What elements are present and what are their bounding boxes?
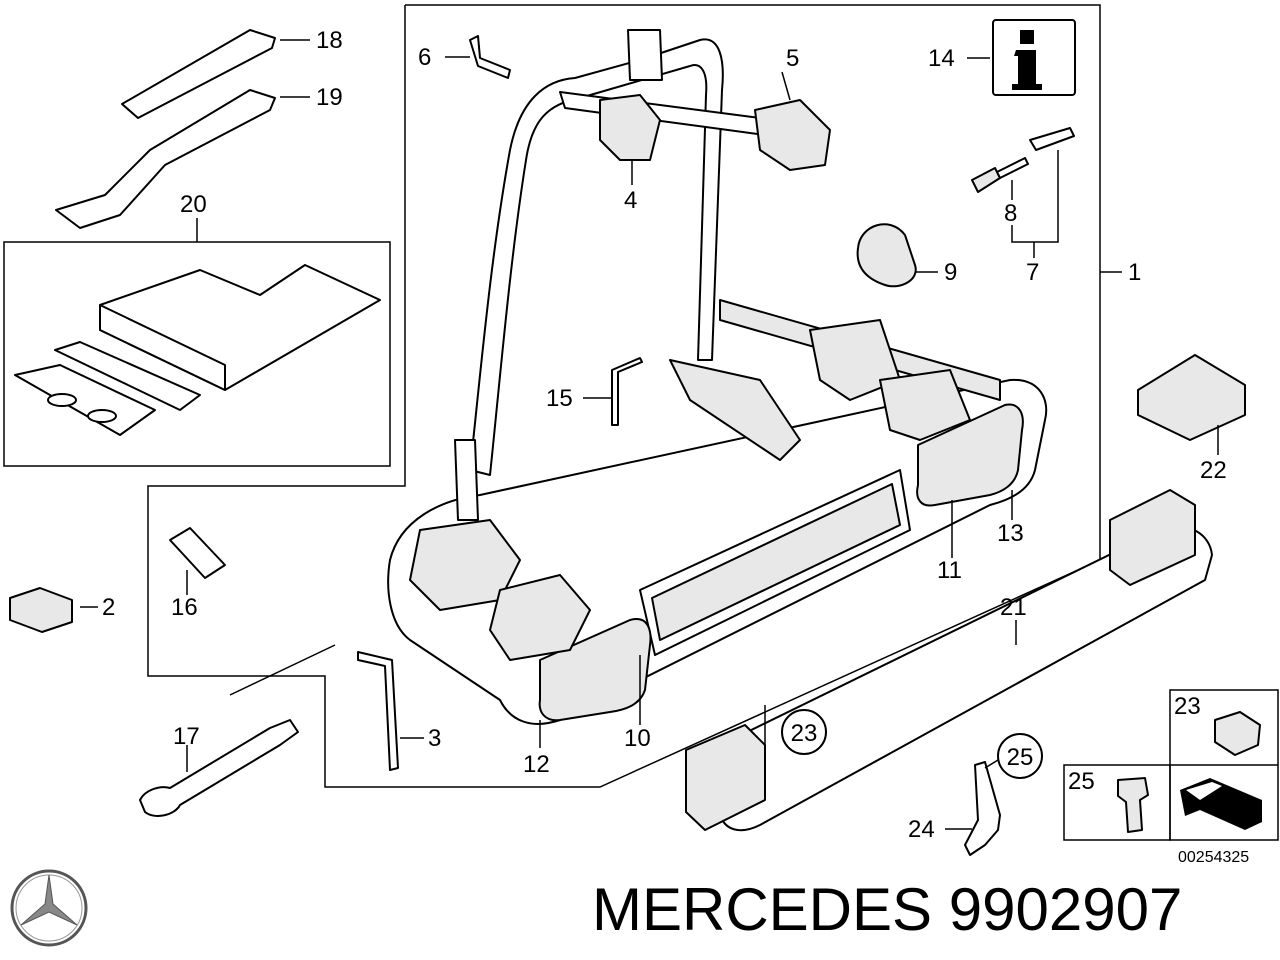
callout-11: 11 — [937, 557, 962, 584]
key-8 — [971, 127, 1075, 193]
bracket-24 — [964, 761, 1001, 856]
callout-14: 14 — [928, 45, 955, 72]
assembly-frame — [147, 4, 1122, 788]
callout-22: 22 — [1200, 457, 1227, 484]
mercedes-star-logo — [10, 869, 88, 947]
reference-code: 00254325 — [1178, 849, 1249, 866]
callout-23-circle: 23 — [781, 709, 827, 755]
brand-name: MERCEDES — [592, 876, 933, 943]
callout-5: 5 — [786, 45, 799, 72]
hex-key-3 — [357, 651, 399, 771]
callout-19: 19 — [316, 84, 343, 111]
callout-17: 17 — [173, 723, 200, 750]
strap-18 — [121, 29, 276, 119]
callout-10: 10 — [624, 725, 651, 752]
callout-15: 15 — [546, 385, 573, 412]
callout-25-legend: 25 — [1068, 768, 1095, 795]
mounting-kit-box — [3, 218, 391, 467]
callout-3: 3 — [428, 725, 441, 752]
callout-25-circle: 25 — [997, 733, 1043, 779]
info-icon — [992, 19, 1076, 96]
ratchet-17 — [139, 719, 299, 817]
callout-13: 13 — [997, 520, 1024, 547]
callout-7: 7 — [1026, 259, 1039, 286]
strap-19 — [55, 89, 276, 229]
svg-text:23: 23 — [791, 720, 818, 747]
bolt-6 — [469, 35, 511, 79]
part-number: 9902907 — [948, 876, 1183, 943]
leader-lines — [80, 39, 1219, 830]
callout-20: 20 — [180, 191, 207, 218]
callout-9: 9 — [944, 259, 957, 286]
callout-12: 12 — [523, 751, 550, 778]
part-box-22 — [1137, 354, 1246, 441]
callout-1: 1 — [1128, 259, 1141, 286]
callout-6: 6 — [418, 44, 431, 71]
callout-8: 8 — [1004, 200, 1017, 227]
sleeve-16 — [169, 527, 226, 579]
bike-carrier-body — [387, 29, 1048, 725]
callout-labels: 18 19 20 6 5 4 14 8 7 9 1 15 22 13 11 2 … — [102, 27, 1249, 866]
hex-key-15 — [611, 357, 643, 426]
brand-title: MERCEDES 9902907 — [592, 872, 1182, 948]
svg-text:25: 25 — [1007, 744, 1034, 771]
callout-23-legend: 23 — [1174, 693, 1201, 720]
callout-24: 24 — [908, 816, 935, 843]
callout-2: 2 — [102, 594, 115, 621]
callout-21: 21 — [1000, 594, 1027, 621]
callout-16: 16 — [171, 594, 198, 621]
clamp-ring-9 — [856, 223, 917, 288]
part-box-2 — [9, 587, 73, 633]
callout-18: 18 — [316, 27, 343, 54]
mounting-plates-20 — [14, 264, 381, 436]
callout-4: 4 — [624, 187, 637, 214]
fastener-legend — [1063, 689, 1279, 841]
